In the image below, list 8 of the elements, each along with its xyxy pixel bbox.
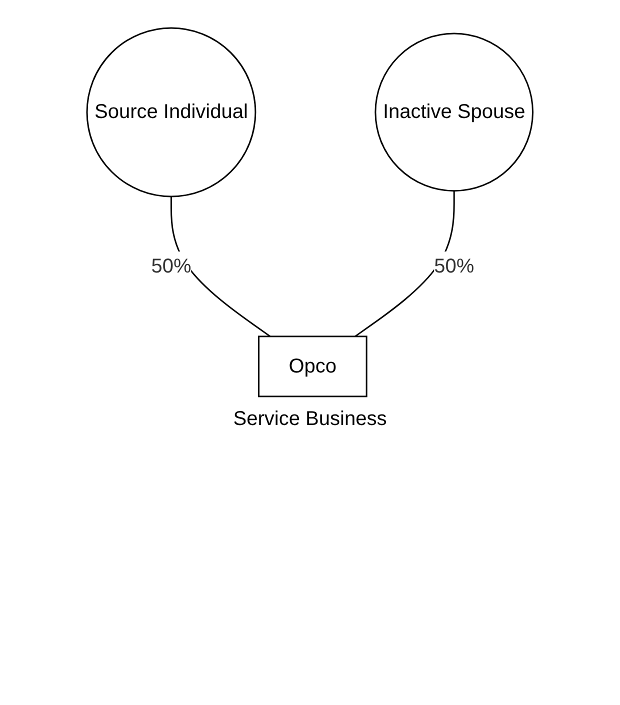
connector (354, 190, 455, 338)
node-circle: Inactive Spouse (374, 32, 534, 192)
node-box: Opco (258, 336, 368, 398)
node-circle: Source Individual (86, 27, 256, 198)
connector (170, 196, 271, 338)
edge-label: 50% (434, 255, 474, 278)
node-caption: Service Business (233, 408, 387, 432)
edge-label: 50% (151, 255, 192, 278)
